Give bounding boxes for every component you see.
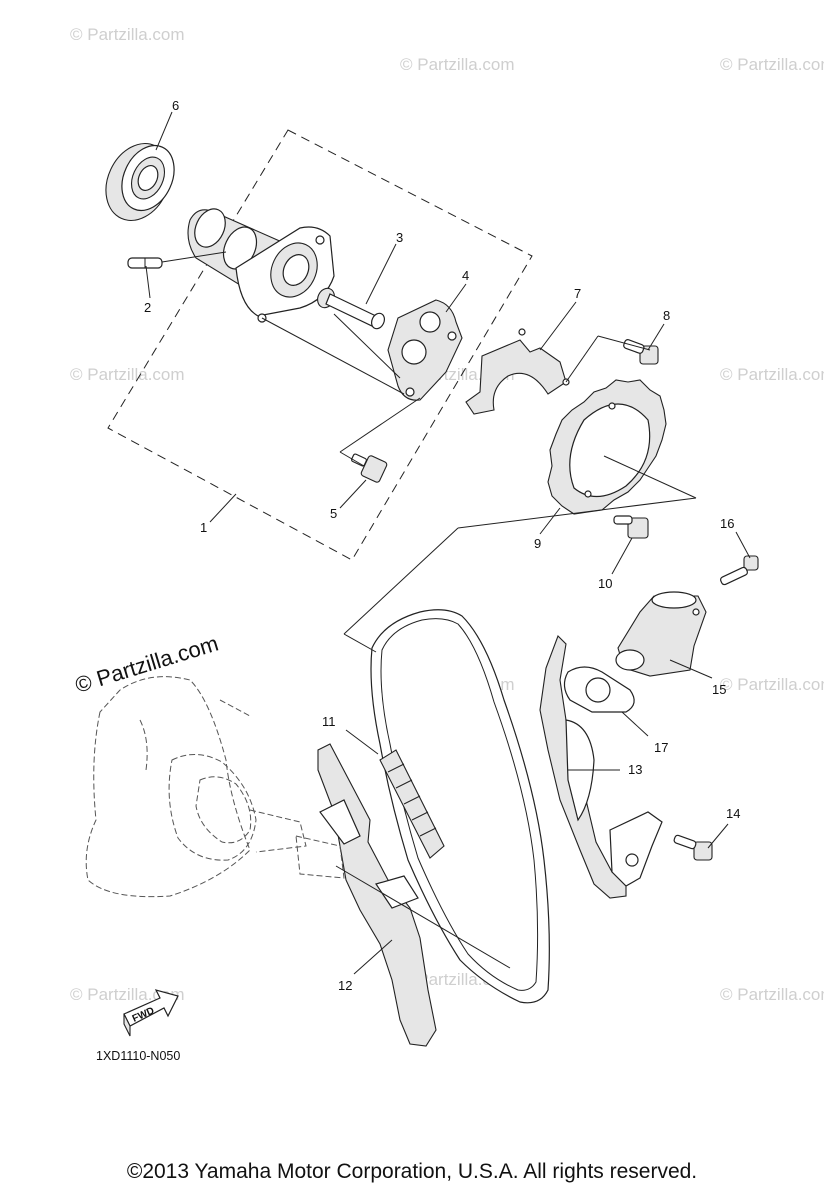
- watermark: © Partzilla.com: [720, 55, 824, 74]
- callout-numbers: 6 2 3 4 7 8 5 1 9 10 16 15 17 13 14 11 1…: [144, 98, 740, 993]
- leader-lines: [145, 111, 751, 975]
- lever-part-4: [387, 299, 463, 401]
- watermark: © Partzilla.com: [70, 365, 185, 384]
- watermark: © Partzilla.com: [720, 365, 824, 384]
- callout-3: 3: [396, 230, 403, 245]
- callout-11: 11: [322, 714, 336, 729]
- camshaft: [187, 208, 335, 323]
- callout-7: 7: [574, 286, 581, 301]
- callout-10: 10: [598, 576, 612, 591]
- tensioner-part-15: [615, 591, 707, 677]
- callout-5: 5: [330, 506, 337, 521]
- bolt-part-5: [351, 453, 388, 483]
- shaft-part-3: [317, 287, 386, 330]
- chain-guide-part-12: [317, 743, 437, 1047]
- timing-chain: [370, 609, 550, 1004]
- fwd-arrow: FWD: [123, 989, 179, 1037]
- diagram-code: 1XD1110-N050: [96, 1049, 180, 1063]
- bolt-part-14: [673, 834, 713, 861]
- callout-16: 16: [720, 516, 734, 531]
- crankshaft-ghost: [85, 676, 345, 898]
- callout-2: 2: [144, 300, 151, 315]
- bolt-part-8: [623, 339, 659, 365]
- callout-15: 15: [712, 682, 726, 697]
- plate-part-7: [465, 328, 570, 415]
- assembly-boundary: [107, 129, 533, 561]
- pin-part-2: [127, 257, 163, 269]
- callout-1: 1: [200, 520, 207, 535]
- watermark: © Partzilla.com: [720, 985, 824, 1004]
- chain-part-11: [379, 749, 445, 859]
- watermark-main: © Partzilla.com: [72, 631, 221, 698]
- callout-4: 4: [462, 268, 469, 283]
- callout-14: 14: [726, 806, 740, 821]
- bolt-part-16: [720, 555, 759, 586]
- callout-8: 8: [663, 308, 670, 323]
- watermark: © Partzilla.com: [400, 55, 515, 74]
- callout-13: 13: [628, 762, 642, 777]
- copyright-notice: ©2013 Yamaha Motor Corporation, U.S.A. A…: [126, 1160, 698, 1183]
- bearing-part-6: [105, 143, 175, 221]
- gasket-part-17: [563, 666, 635, 713]
- watermark: © Partzilla.com: [70, 25, 185, 44]
- fwd-label: FWD: [131, 1005, 156, 1024]
- sprocket-part-9: [547, 379, 667, 515]
- callout-17: 17: [654, 740, 668, 755]
- callout-9: 9: [534, 536, 541, 551]
- callout-12: 12: [338, 978, 352, 993]
- bolt-part-10: [613, 515, 649, 539]
- callout-6: 6: [172, 98, 179, 113]
- watermark: © Partzilla.com: [720, 675, 824, 694]
